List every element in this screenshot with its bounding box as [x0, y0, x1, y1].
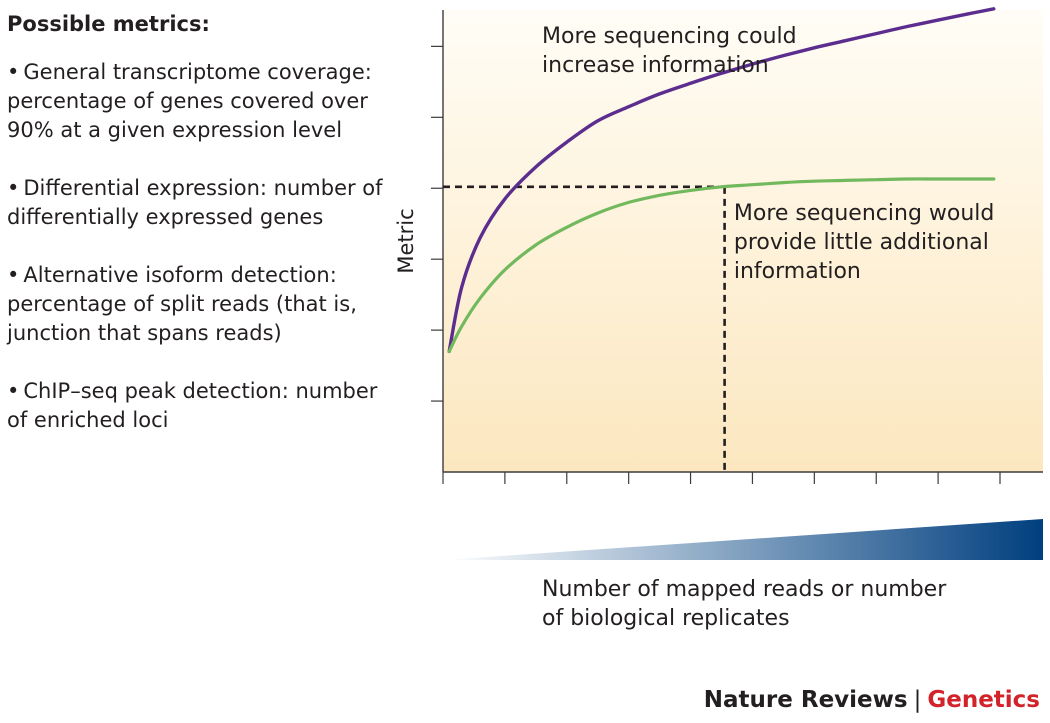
annotation-line: provide little additional [734, 230, 989, 255]
x-axis-label-line: Number of mapped reads or number [542, 577, 947, 602]
annotation-line: information [734, 259, 861, 284]
metrics-heading: Possible metrics: [7, 12, 210, 36]
y-axis-label: Metric [394, 208, 418, 273]
metric-detail: number of enriched loci [7, 379, 378, 432]
bullet-icon: • [7, 176, 20, 200]
footer-credit: Nature Reviews|Genetics [704, 684, 1040, 716]
journal-name: Genetics [927, 687, 1040, 713]
annotation-line: increase information [542, 53, 769, 78]
metrics-panel: Possible metrics: •General transcriptome… [7, 10, 402, 464]
metric-title: Differential expression: [23, 176, 267, 200]
metric-item-differential-expression: •Differential expression: number of diff… [7, 174, 402, 232]
metric-title: General transcriptome coverage: [23, 60, 372, 84]
metric-title: Alternative isoform detection: [23, 263, 337, 287]
annotation-line: More sequencing could [542, 24, 797, 49]
annotation-more-info: More sequencing could increase informatio… [542, 24, 797, 78]
series-line-saturating [447, 177, 996, 353]
x-axis-label: Number of mapped reads or number of biolo… [542, 577, 947, 631]
metric-item-chipseq-peaks: •ChIP–seq peak detection: number of enri… [7, 377, 402, 435]
metric-item-isoform-detection: •Alternative isoform detection: percenta… [7, 261, 402, 348]
annotation-line: More sequencing would [734, 201, 995, 226]
x-axis-label-line: of biological replicates [542, 606, 790, 631]
bullet-icon: • [7, 60, 20, 84]
metric-detail: percentage of split reads (that is, junc… [7, 292, 357, 345]
annotation-little-info: More sequencing would provide little addi… [734, 201, 995, 284]
metric-title: ChIP–seq peak detection: [23, 379, 289, 403]
increase-wedge [443, 519, 1043, 560]
metric-detail: percentage of genes covered over 90% at … [7, 89, 368, 142]
metric-item-coverage: •General transcriptome coverage: percent… [7, 58, 402, 145]
metric-detail: number of differentially expressed genes [7, 176, 383, 229]
series-line-more-info [447, 7, 996, 354]
footer-separator: | [913, 687, 922, 713]
publisher-name: Nature Reviews [703, 687, 908, 713]
bullet-icon: • [7, 379, 20, 403]
bullet-icon: • [7, 263, 20, 287]
